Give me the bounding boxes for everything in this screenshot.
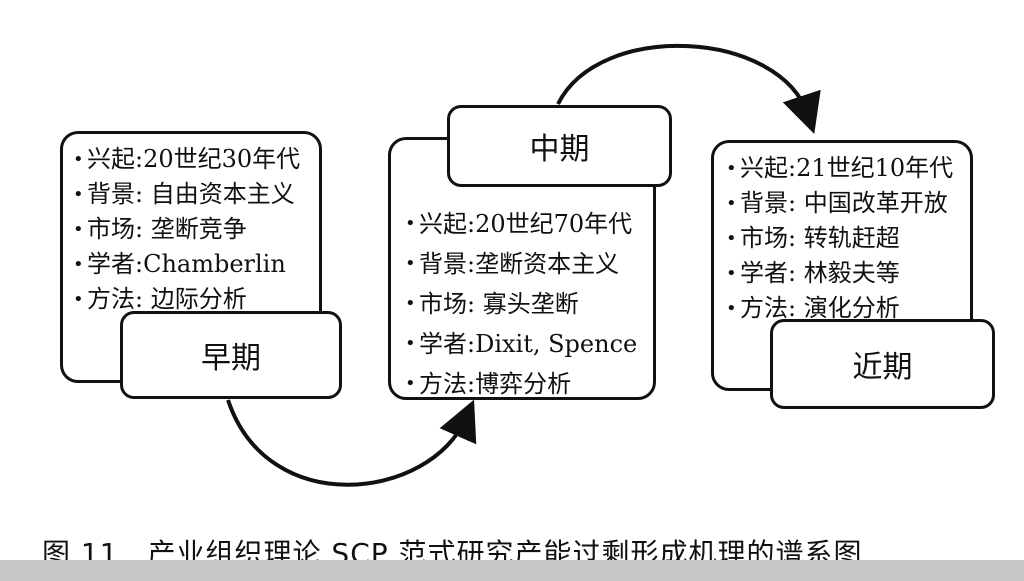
- stage-early-item: 市场: 垄断竞争: [73, 212, 300, 247]
- stage-mid-item: 学者:Dixit, Spence: [405, 324, 637, 364]
- stage-early-item: 方法: 边际分析: [73, 282, 300, 317]
- stage-recent-items: 兴起:21世纪10年代 背景: 中国改革开放 市场: 转轨赶超 学者: 林毅夫等…: [726, 151, 953, 326]
- stage-mid-item: 方法:博弈分析: [405, 364, 637, 404]
- stage-early-items: 兴起:20世纪30年代 背景: 自由资本主义 市场: 垄断竞争 学者:Chamb…: [73, 142, 300, 317]
- stage-mid-item: 背景:垄断资本主义: [405, 244, 637, 284]
- bottom-strip: [0, 560, 1024, 581]
- stage-mid-item: 兴起:20世纪70年代: [405, 204, 637, 244]
- stage-mid-items: 兴起:20世纪70年代 背景:垄断资本主义 市场: 寡头垄断 学者:Dixit,…: [405, 204, 637, 404]
- stage-mid-item: 市场: 寡头垄断: [405, 284, 637, 324]
- stage-mid-label: 中期: [447, 105, 672, 187]
- arrow-early-to-mid: [226, 399, 477, 487]
- stage-recent-item: 方法: 演化分析: [726, 291, 953, 326]
- stage-recent-item: 背景: 中国改革开放: [726, 186, 953, 221]
- stage-early-box: 兴起:20世纪30年代 背景: 自由资本主义 市场: 垄断竞争 学者:Chamb…: [60, 131, 322, 383]
- stage-early-item: 背景: 自由资本主义: [73, 177, 300, 212]
- stage-recent-item: 学者: 林毅夫等: [726, 256, 953, 291]
- stage-recent-label: 近期: [770, 319, 995, 409]
- stage-early-item: 学者:Chamberlin: [73, 247, 300, 282]
- stage-early-item: 兴起:20世纪30年代: [73, 142, 300, 177]
- arrow-mid-to-recent: [556, 43, 821, 134]
- stage-early-label: 早期: [120, 311, 342, 399]
- stage-recent-item: 市场: 转轨赶超: [726, 221, 953, 256]
- stage-recent-item: 兴起:21世纪10年代: [726, 151, 953, 186]
